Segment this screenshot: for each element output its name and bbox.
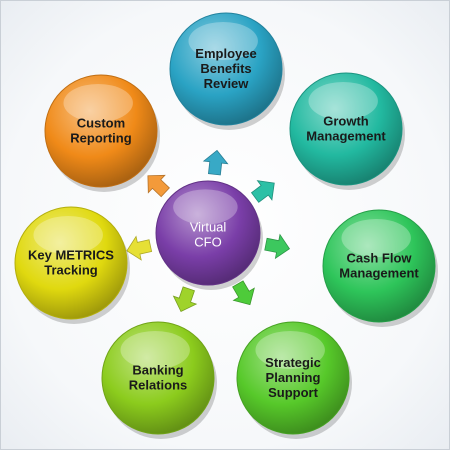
node-growth-management-label-line: Management	[306, 129, 386, 144]
node-cash-flow-management-label-line: Cash Flow	[346, 251, 412, 266]
node-strategic-planning-support-circle	[236, 321, 350, 435]
arrow-to-custom-reporting-shape	[147, 174, 170, 198]
node-key-metrics-tracking-circle	[14, 206, 128, 320]
node-custom-reporting-label-line: Reporting	[70, 131, 131, 146]
node-strategic-planning-support-highlight	[255, 330, 325, 370]
center-node-label-line: Virtual	[190, 220, 227, 235]
node-growth-management-circle	[289, 72, 403, 186]
node-key-metrics-tracking-highlight	[33, 215, 103, 255]
arrow-to-strategic-planning-support-shape	[232, 280, 255, 306]
center-node-virtual-cfo-highlight	[173, 189, 238, 225]
arrow-to-growth-management	[250, 180, 275, 203]
node-employee-benefits-review-label-line: Review	[204, 76, 250, 91]
node-banking-relations-highlight	[120, 330, 190, 370]
node-strategic-planning-support-label-line: Support	[268, 385, 318, 400]
node-key-metrics-tracking-label-line: Key METRICS	[28, 248, 114, 263]
node-employee-benefits-review-label-line: Benefits	[200, 61, 251, 76]
arrow-to-cash-flow-management	[264, 233, 291, 260]
node-cash-flow-management-circle	[322, 209, 436, 323]
arrow-to-strategic-planning-support	[232, 280, 255, 306]
arrow-to-banking-relations-shape	[172, 286, 198, 313]
node-banking-relations-label-line: Banking	[132, 363, 183, 378]
arrow-to-employee-benefits-review	[202, 149, 229, 176]
node-banking-relations-circle	[101, 321, 215, 435]
arrow-to-growth-management-shape	[250, 180, 275, 203]
node-employee-benefits-review-highlight	[188, 21, 258, 61]
arrow-to-cash-flow-management-shape	[264, 233, 291, 260]
center-node-virtual-cfo-circle	[155, 180, 261, 286]
node-employee-benefits-review-label-line: Employee	[195, 46, 256, 61]
node-strategic-planning-support-label-line: Strategic	[265, 355, 321, 370]
arrow-to-custom-reporting	[147, 174, 170, 198]
node-banking-relations-label-line: Relations	[129, 378, 188, 393]
center-node-label-line: CFO	[194, 235, 221, 250]
node-strategic-planning-support-label-line: Planning	[266, 370, 321, 385]
arrow-to-key-metrics-tracking-shape	[126, 235, 153, 261]
node-custom-reporting-circle	[44, 74, 158, 188]
arrow-to-employee-benefits-review-shape	[202, 149, 229, 176]
node-custom-reporting-label-line: Custom	[77, 116, 125, 131]
node-growth-management-highlight	[308, 81, 378, 121]
arrow-to-banking-relations	[172, 286, 198, 313]
node-cash-flow-management-label-line: Management	[339, 266, 419, 281]
node-growth-management-label-line: Growth	[323, 114, 369, 129]
node-custom-reporting-highlight	[63, 83, 133, 123]
arrow-to-key-metrics-tracking	[126, 235, 153, 261]
node-key-metrics-tracking-label-line: Tracking	[44, 263, 98, 278]
node-cash-flow-management-highlight	[341, 218, 411, 258]
node-employee-benefits-review-circle	[169, 12, 283, 126]
